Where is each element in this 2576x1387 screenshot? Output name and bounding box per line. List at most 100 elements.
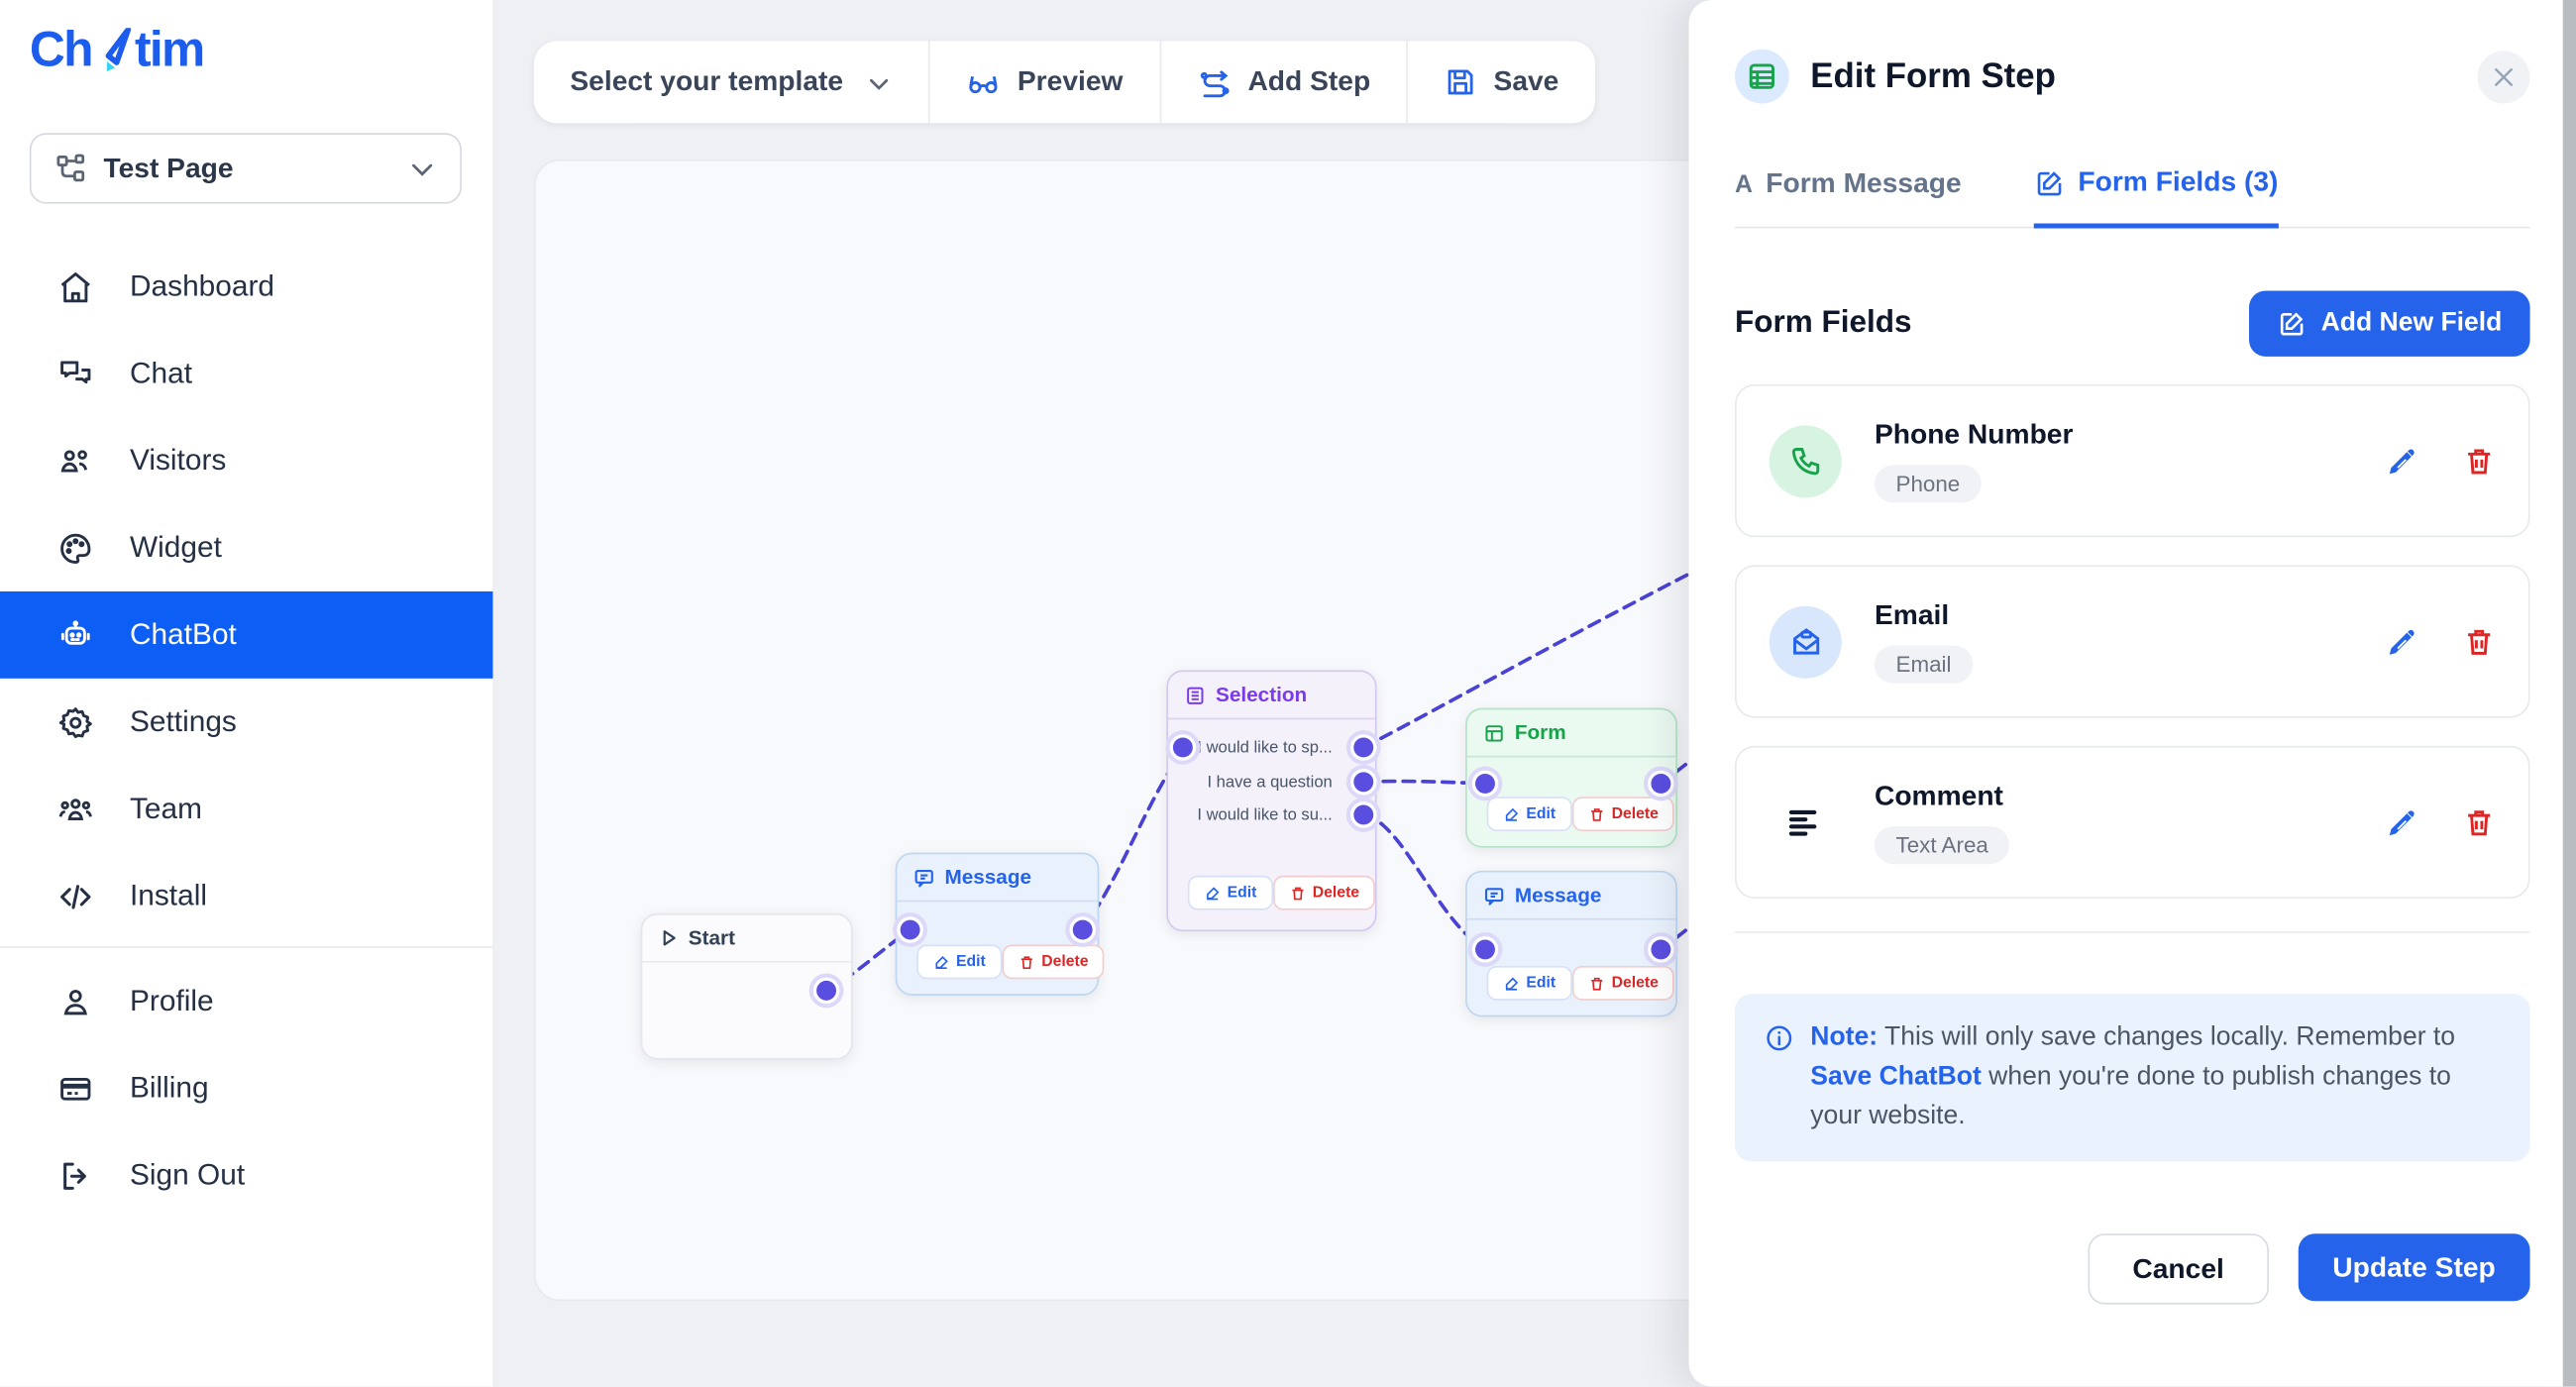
sidebar-item-widget[interactable]: Widget bbox=[0, 504, 492, 591]
node-title: Selection bbox=[1216, 683, 1308, 707]
note-text-2: when you're done to publish changes to y… bbox=[1810, 1062, 2451, 1130]
edit-icon bbox=[1207, 886, 1220, 900]
sidebar-item-visitors[interactable]: Visitors bbox=[0, 417, 492, 504]
update-step-button[interactable]: Update Step bbox=[2298, 1233, 2530, 1302]
edit-field-button[interactable] bbox=[2386, 445, 2418, 478]
field-name: Email bbox=[1874, 599, 1950, 631]
preview-label: Preview bbox=[1017, 65, 1124, 97]
node-selection[interactable]: Selection I would like to sp... I have a… bbox=[1166, 670, 1377, 932]
port-selection-opt1-out[interactable] bbox=[1350, 734, 1377, 761]
node-title: Start bbox=[688, 926, 736, 950]
template-select[interactable]: Select your template bbox=[534, 41, 928, 123]
port-message2-in[interactable] bbox=[1471, 936, 1499, 963]
save-label: Save bbox=[1493, 65, 1559, 97]
add-new-field-button[interactable]: Add New Field bbox=[2248, 290, 2530, 357]
trash-icon bbox=[1020, 955, 1032, 969]
node-form[interactable]: Form Edit Delete bbox=[1465, 707, 1677, 848]
node-edit-button[interactable]: Edit bbox=[1486, 965, 1572, 1001]
port-message1-out[interactable] bbox=[1069, 916, 1096, 943]
trash-icon bbox=[1591, 977, 1603, 990]
pencil-icon bbox=[2389, 448, 2415, 474]
field-type-badge: Email bbox=[1874, 645, 1974, 684]
list-icon bbox=[1187, 686, 1204, 704]
node-message-2[interactable]: Message Edit Delete bbox=[1465, 870, 1677, 1017]
node-edit-button[interactable]: Edit bbox=[1187, 875, 1273, 910]
message-icon bbox=[914, 869, 933, 887]
credit-card-icon bbox=[55, 1069, 95, 1109]
delete-field-button[interactable] bbox=[2463, 805, 2496, 838]
node-edit-button[interactable]: Edit bbox=[1486, 797, 1572, 832]
edit-field-button[interactable] bbox=[2386, 625, 2418, 658]
sidebar-item-settings[interactable]: Settings bbox=[0, 679, 492, 766]
toolbar-divider bbox=[1406, 41, 1409, 124]
edit-field-button[interactable] bbox=[2386, 805, 2418, 838]
letter-a-icon: A bbox=[1735, 169, 1753, 198]
delete-field-button[interactable] bbox=[2463, 445, 2496, 478]
panel-divider bbox=[1735, 931, 2530, 933]
node-edit-label: Edit bbox=[1227, 884, 1257, 903]
team-icon bbox=[55, 790, 95, 829]
sidebar-item-label: Settings bbox=[129, 704, 237, 738]
node-delete-button[interactable]: Delete bbox=[1002, 944, 1106, 980]
port-form-in[interactable] bbox=[1471, 770, 1499, 798]
close-panel-button[interactable] bbox=[2477, 50, 2530, 103]
node-delete-button[interactable]: Delete bbox=[1272, 875, 1376, 910]
cancel-button[interactable]: Cancel bbox=[2088, 1233, 2269, 1305]
logo-text-prefix: Ch bbox=[29, 23, 94, 77]
tab-form-fields[interactable]: Form Fields (3) bbox=[2033, 165, 2279, 229]
logo-text-suffix: tim bbox=[134, 23, 205, 77]
node-title: Message bbox=[944, 865, 1032, 890]
chevron-down-icon bbox=[870, 78, 889, 90]
close-icon bbox=[2495, 67, 2513, 86]
edit-form-step-panel: Edit Form Step A Form Message Form Field… bbox=[1688, 0, 2576, 1387]
port-selection-opt3-out[interactable] bbox=[1350, 801, 1377, 828]
flow-canvas[interactable]: Start Message Edit Delete bbox=[533, 159, 1786, 1302]
note-text-1: This will only save changes locally. Rem… bbox=[1878, 1023, 2456, 1052]
port-message1-in[interactable] bbox=[897, 916, 923, 943]
port-start-out[interactable] bbox=[812, 977, 840, 1005]
port-selection-opt2-out[interactable] bbox=[1350, 769, 1377, 796]
flow-toolbar: Select your template Preview Add Step Sa… bbox=[533, 41, 1595, 124]
sidebar-item-signout[interactable]: Sign Out bbox=[0, 1131, 492, 1219]
scrollbar[interactable] bbox=[2562, 0, 2576, 1387]
sidebar-nav: Dashboard Chat Visitors Widget C bbox=[0, 243, 493, 1219]
code-icon bbox=[55, 877, 95, 916]
node-delete-button[interactable]: Delete bbox=[1571, 965, 1675, 1001]
sidebar-item-billing[interactable]: Billing bbox=[0, 1045, 492, 1132]
node-delete-label: Delete bbox=[1312, 884, 1360, 903]
sidebar-item-label: Sign Out bbox=[129, 1158, 246, 1192]
tab-form-message[interactable]: A Form Message bbox=[1735, 165, 1962, 226]
selection-option[interactable]: I have a question bbox=[1207, 773, 1333, 793]
home-icon bbox=[55, 267, 95, 306]
page-selector[interactable]: Test Page bbox=[29, 133, 462, 204]
add-step-button[interactable]: Add Step bbox=[1161, 41, 1407, 123]
node-message-1[interactable]: Message Edit Delete bbox=[895, 852, 1106, 996]
preview-button[interactable]: Preview bbox=[930, 41, 1159, 123]
field-card-comment: Comment Text Area bbox=[1735, 745, 2530, 900]
sidebar-item-install[interactable]: Install bbox=[0, 853, 492, 940]
port-form-out[interactable] bbox=[1648, 770, 1674, 798]
selection-option[interactable]: I would like to sp... bbox=[1197, 739, 1333, 758]
sidebar-item-profile[interactable]: Profile bbox=[0, 958, 492, 1045]
sidebar-item-chatbot[interactable]: ChatBot bbox=[0, 590, 493, 679]
node-delete-button[interactable]: Delete bbox=[1571, 797, 1675, 832]
sitemap-icon bbox=[56, 153, 85, 181]
robot-icon bbox=[55, 615, 95, 655]
field-card-email: Email Email bbox=[1735, 565, 2530, 718]
chatim-logo[interactable]: Ch tim bbox=[29, 23, 205, 77]
sidebar-item-dashboard[interactable]: Dashboard bbox=[0, 243, 492, 330]
delete-field-button[interactable] bbox=[2463, 625, 2496, 658]
port-message2-out[interactable] bbox=[1648, 936, 1674, 963]
edit-square-icon bbox=[2037, 170, 2062, 195]
save-button[interactable]: Save bbox=[1408, 41, 1595, 123]
selection-option[interactable]: I would like to su... bbox=[1197, 806, 1333, 825]
users-icon bbox=[55, 441, 95, 480]
form-fields-section-header: Form Fields Add New Field bbox=[1735, 290, 2530, 357]
phone-icon bbox=[1769, 424, 1842, 497]
sidebar-item-chat[interactable]: Chat bbox=[0, 330, 492, 417]
save-chatbot-link[interactable]: Save ChatBot bbox=[1810, 1062, 1982, 1092]
node-edit-button[interactable]: Edit bbox=[916, 944, 1003, 980]
save-icon bbox=[1448, 69, 1473, 95]
sidebar-item-team[interactable]: Team bbox=[0, 766, 492, 853]
port-selection-in[interactable] bbox=[1169, 734, 1197, 761]
